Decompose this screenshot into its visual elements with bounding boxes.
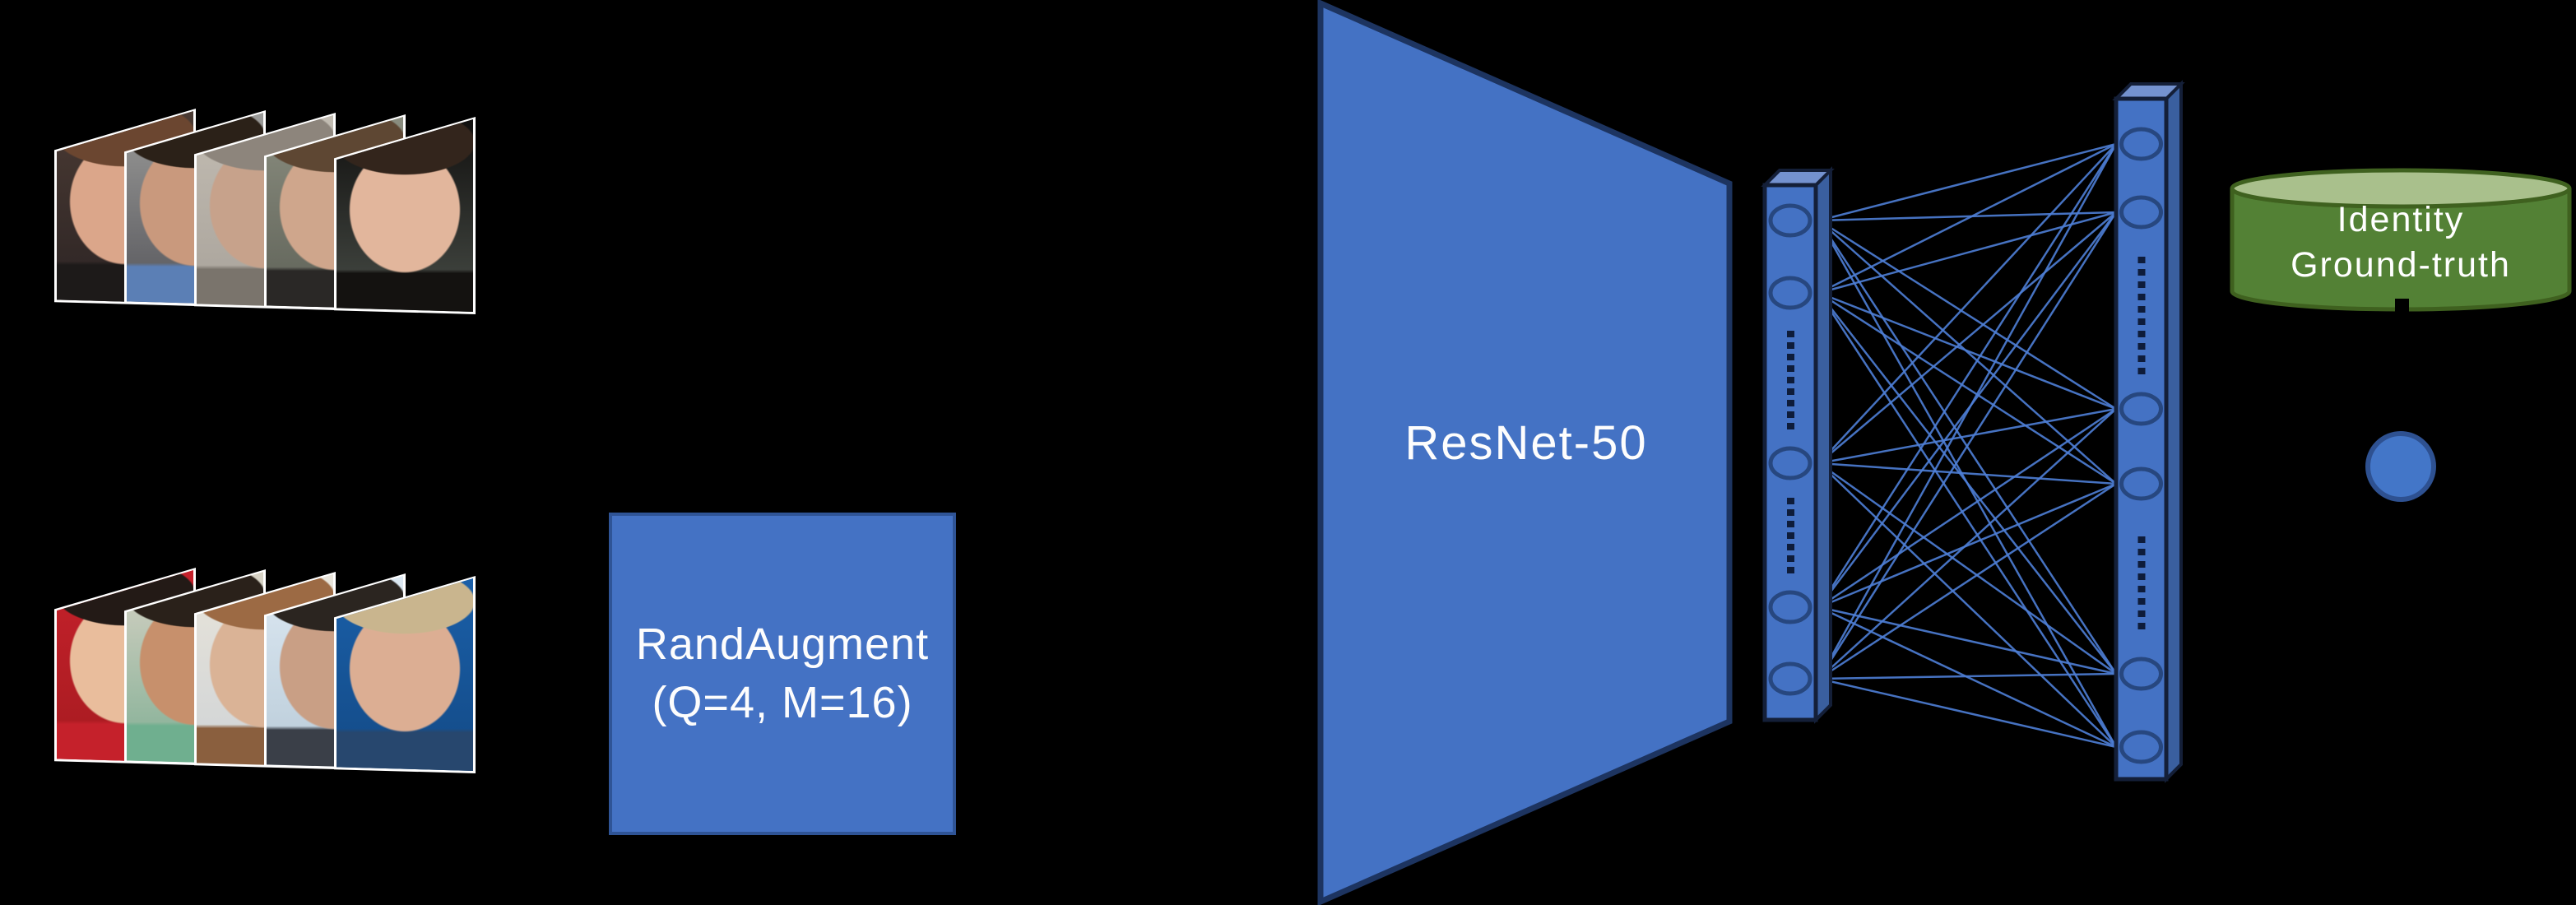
fc-connection-line: [1818, 482, 2117, 609]
identity-label-line2: Ground-truth: [2291, 245, 2511, 285]
face-photo-man-blue-background: [334, 576, 476, 773]
fc-connection-line: [1818, 143, 2117, 464]
fc-layer-1-front-face: [1762, 183, 1818, 722]
fc-connection-line: [1818, 292, 2117, 675]
database-cylinder-top: [2230, 168, 2572, 209]
fc-connection-line: [1818, 677, 2117, 749]
fc-layer-1-ellipsis-dot: [1787, 354, 1794, 360]
fc-connection-line: [1817, 292, 2118, 748]
fc-connection-line: [1818, 462, 2117, 748]
fc-layer-1-neuron: [1768, 661, 1812, 696]
hidden-connector-dash: [2395, 299, 2409, 313]
fc-layer-2-ellipsis-dot: [2137, 306, 2146, 313]
fc-layer-1-ellipsis-dot: [1787, 423, 1794, 429]
resnet50-trapezoid: [1317, 0, 1733, 905]
fc-layer-1-ellipsis-dot: [1787, 555, 1794, 562]
fc-layer-2-ellipsis-dot: [2137, 573, 2146, 580]
fc-connection-line: [1818, 462, 2117, 675]
fc-connection-line: [1818, 606, 2117, 675]
fc-connection-line: [1818, 211, 2117, 222]
fc-layer-2-ellipsis-dot: [2137, 586, 2146, 592]
fc-layer-1-ellipsis-dot: [1787, 400, 1794, 406]
fc-connection-line: [1818, 220, 2117, 485]
fc-connection-line: [1818, 211, 2117, 295]
fc-layer-1-neuron: [1768, 446, 1812, 480]
fc-layer-2-ellipsis-dot: [2137, 549, 2146, 555]
randaugment-params-label: (Q=4, M=16): [652, 678, 913, 727]
fc-layer-1-ellipsis-dot: [1787, 388, 1794, 395]
fc-connection-line: [1818, 219, 2117, 411]
fc-layer-2-neuron: [2119, 466, 2163, 501]
fc-layer-1-ellipsis-dot: [1787, 521, 1794, 527]
fc-connection-line: [1818, 142, 2117, 295]
fc-layer-2-ellipsis-dot: [2137, 536, 2146, 543]
fc-layer-2-neuron: [2119, 730, 2163, 764]
fc-layer-1-neuron: [1768, 590, 1812, 624]
fc-connection-line: [1818, 407, 2117, 609]
fc-layer-1-side-face: [1814, 166, 1832, 724]
fc-layer-1-ellipsis-dot: [1787, 567, 1794, 573]
loss-node-circle: [2365, 431, 2436, 502]
fc-layer-2-ellipsis-dot: [2137, 294, 2146, 300]
fc-layer-1-ellipsis-dot: [1787, 365, 1794, 372]
fc-connection-line: [1818, 291, 2117, 485]
fc-layer-2-ellipsis-dot: [2137, 368, 2146, 374]
fc-connection-line: [1818, 142, 2117, 222]
fc-connection-line: [1818, 291, 2117, 411]
fc-connection-line: [1818, 482, 2117, 680]
fc-layer-2-neuron: [2119, 657, 2163, 691]
randaugment-box: RandAugment (Q=4, M=16): [609, 513, 956, 835]
fc-layer-2-side-face: [2165, 80, 2183, 783]
fc-layer-2-ellipsis-dot: [2137, 331, 2146, 337]
fc-layer-1-ellipsis-dot: [1787, 498, 1794, 504]
identity-label-line1: Identity: [2337, 200, 2465, 239]
fc-layer-2-neuron: [2119, 127, 2163, 161]
fc-connection-line: [1818, 211, 2117, 464]
fc-connection-line: [1818, 462, 2117, 485]
fc-layer-2-ellipsis-dot: [2137, 355, 2146, 362]
fc-connection-line: [1818, 408, 2117, 680]
fc-layer-1-ellipsis-dot: [1787, 532, 1794, 539]
fc-layer-2-ellipsis-dot: [2137, 623, 2146, 629]
fc-layer-1-neuron: [1768, 203, 1812, 238]
fc-layer-1-ellipsis-dot: [1787, 342, 1794, 349]
fc-layer-2-ellipsis-dot: [2137, 269, 2146, 276]
fc-connection-line: [1817, 143, 2118, 608]
fc-layer-1-neuron: [1768, 276, 1812, 310]
fc-connection-line: [1817, 211, 2118, 680]
fc-connection-line: [1818, 672, 2117, 680]
fc-connection-line: [1818, 407, 2117, 465]
randaugment-label: RandAugment: [635, 619, 930, 669]
fc-layer-1-ellipsis-dot: [1787, 331, 1794, 337]
fc-layer-2-neuron: [2119, 195, 2163, 230]
fc-layer-1-ellipsis-dot: [1787, 377, 1794, 383]
fc-layer-1-ellipsis-dot: [1787, 411, 1794, 418]
fc-layer-2-ellipsis-dot: [2137, 318, 2146, 325]
fc-layer-2-neuron: [2119, 392, 2163, 426]
fc-layer-2-ellipsis-dot: [2137, 281, 2146, 288]
fc-connection-line: [1817, 143, 2118, 680]
resnet50-label: ResNet-50: [1404, 416, 1648, 470]
fc-layer-2-ellipsis-dot: [2137, 610, 2146, 617]
identity-ground-truth-label: Identity Ground-truth: [2232, 197, 2569, 288]
fc-layer-1-ellipsis-dot: [1787, 509, 1794, 516]
fc-layer-2-ellipsis-dot: [2137, 343, 2146, 350]
fc-layer-1-ellipsis-dot: [1787, 544, 1794, 550]
fc-layer-2-ellipsis-dot: [2137, 561, 2146, 568]
fc-layer-2-ellipsis-dot: [2137, 598, 2146, 605]
fc-layer-2-ellipsis-dot: [2137, 257, 2146, 263]
